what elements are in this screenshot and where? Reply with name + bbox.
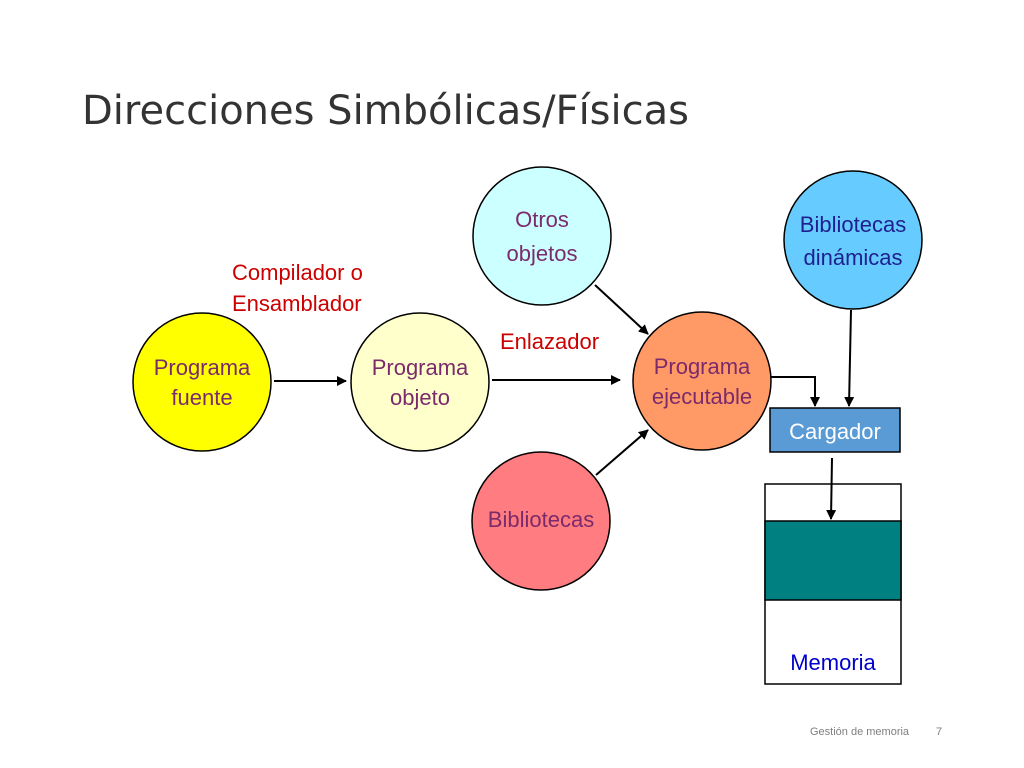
node-label: Programa bbox=[154, 355, 251, 380]
page-number: 7 bbox=[936, 726, 943, 738]
edge-label-compilador: Compilador o bbox=[232, 260, 363, 285]
node-otros-objetos: Otros objetos bbox=[472, 166, 612, 306]
edge-dinamicas-cargador bbox=[844, 309, 855, 407]
edge-ejecutable-cargador bbox=[770, 376, 820, 407]
node-label: dinámicas bbox=[803, 245, 902, 270]
node-label: fuente bbox=[171, 385, 232, 410]
node-label: objeto bbox=[390, 385, 450, 410]
node-label: Bibliotecas bbox=[800, 212, 906, 237]
edge-cargador-memoria bbox=[826, 457, 837, 520]
footer-text: Gestión de memoria bbox=[810, 726, 910, 738]
node-cargador: Cargador bbox=[769, 407, 901, 453]
memory-block bbox=[764, 520, 902, 601]
node-programa-ejecutable: Programa ejecutable bbox=[632, 311, 772, 451]
node-programa-objeto: Programa objeto bbox=[350, 312, 490, 452]
node-label: ejecutable bbox=[652, 384, 752, 409]
node-programa-fuente: Programa fuente bbox=[132, 312, 272, 452]
node-label: Programa bbox=[372, 355, 469, 380]
slide-title: Direcciones Simbólicas/Físicas bbox=[82, 88, 689, 134]
node-label: Programa bbox=[654, 354, 751, 379]
node-label: Bibliotecas bbox=[488, 507, 594, 532]
edge-label-ensamblador: Ensamblador bbox=[232, 291, 362, 316]
node-label: Cargador bbox=[789, 419, 881, 444]
node-bibliotecas-dinamicas: Bibliotecas dinámicas bbox=[783, 170, 923, 310]
node-label: objetos bbox=[507, 241, 578, 266]
edge-label-enlazador: Enlazador bbox=[500, 329, 599, 354]
node-label: Otros bbox=[515, 207, 569, 232]
edge-otros-ejecutable bbox=[594, 284, 649, 335]
node-label: Memoria bbox=[790, 650, 876, 675]
edge-bibliotecas-ejecutable bbox=[595, 429, 649, 476]
node-memoria: Memoria bbox=[764, 483, 902, 685]
node-bibliotecas: Bibliotecas bbox=[471, 451, 611, 591]
